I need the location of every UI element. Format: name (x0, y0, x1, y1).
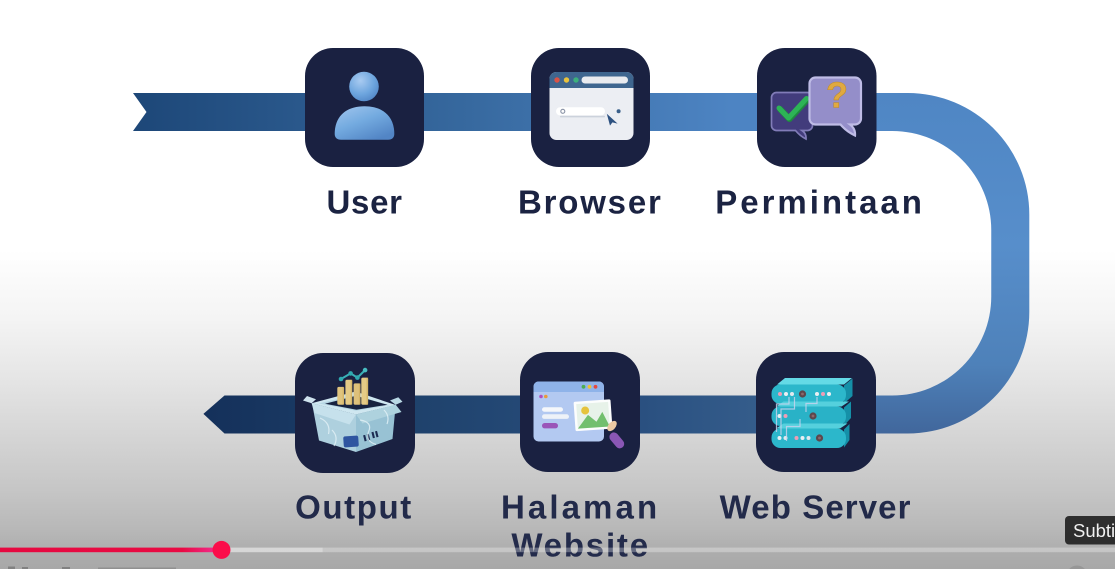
svg-text:?: ? (826, 75, 848, 116)
svg-text:Browser: Browser (518, 184, 663, 221)
svg-text:Halaman: Halaman (501, 489, 660, 526)
svg-text:Permintaan: Permintaan (715, 184, 925, 221)
svg-text:Web Server: Web Server (720, 489, 912, 526)
svg-text:Subtit: Subtit (1073, 520, 1115, 541)
svg-text:Website: Website (511, 527, 650, 564)
svg-text:User: User (327, 184, 403, 221)
svg-text:Output: Output (295, 489, 413, 526)
